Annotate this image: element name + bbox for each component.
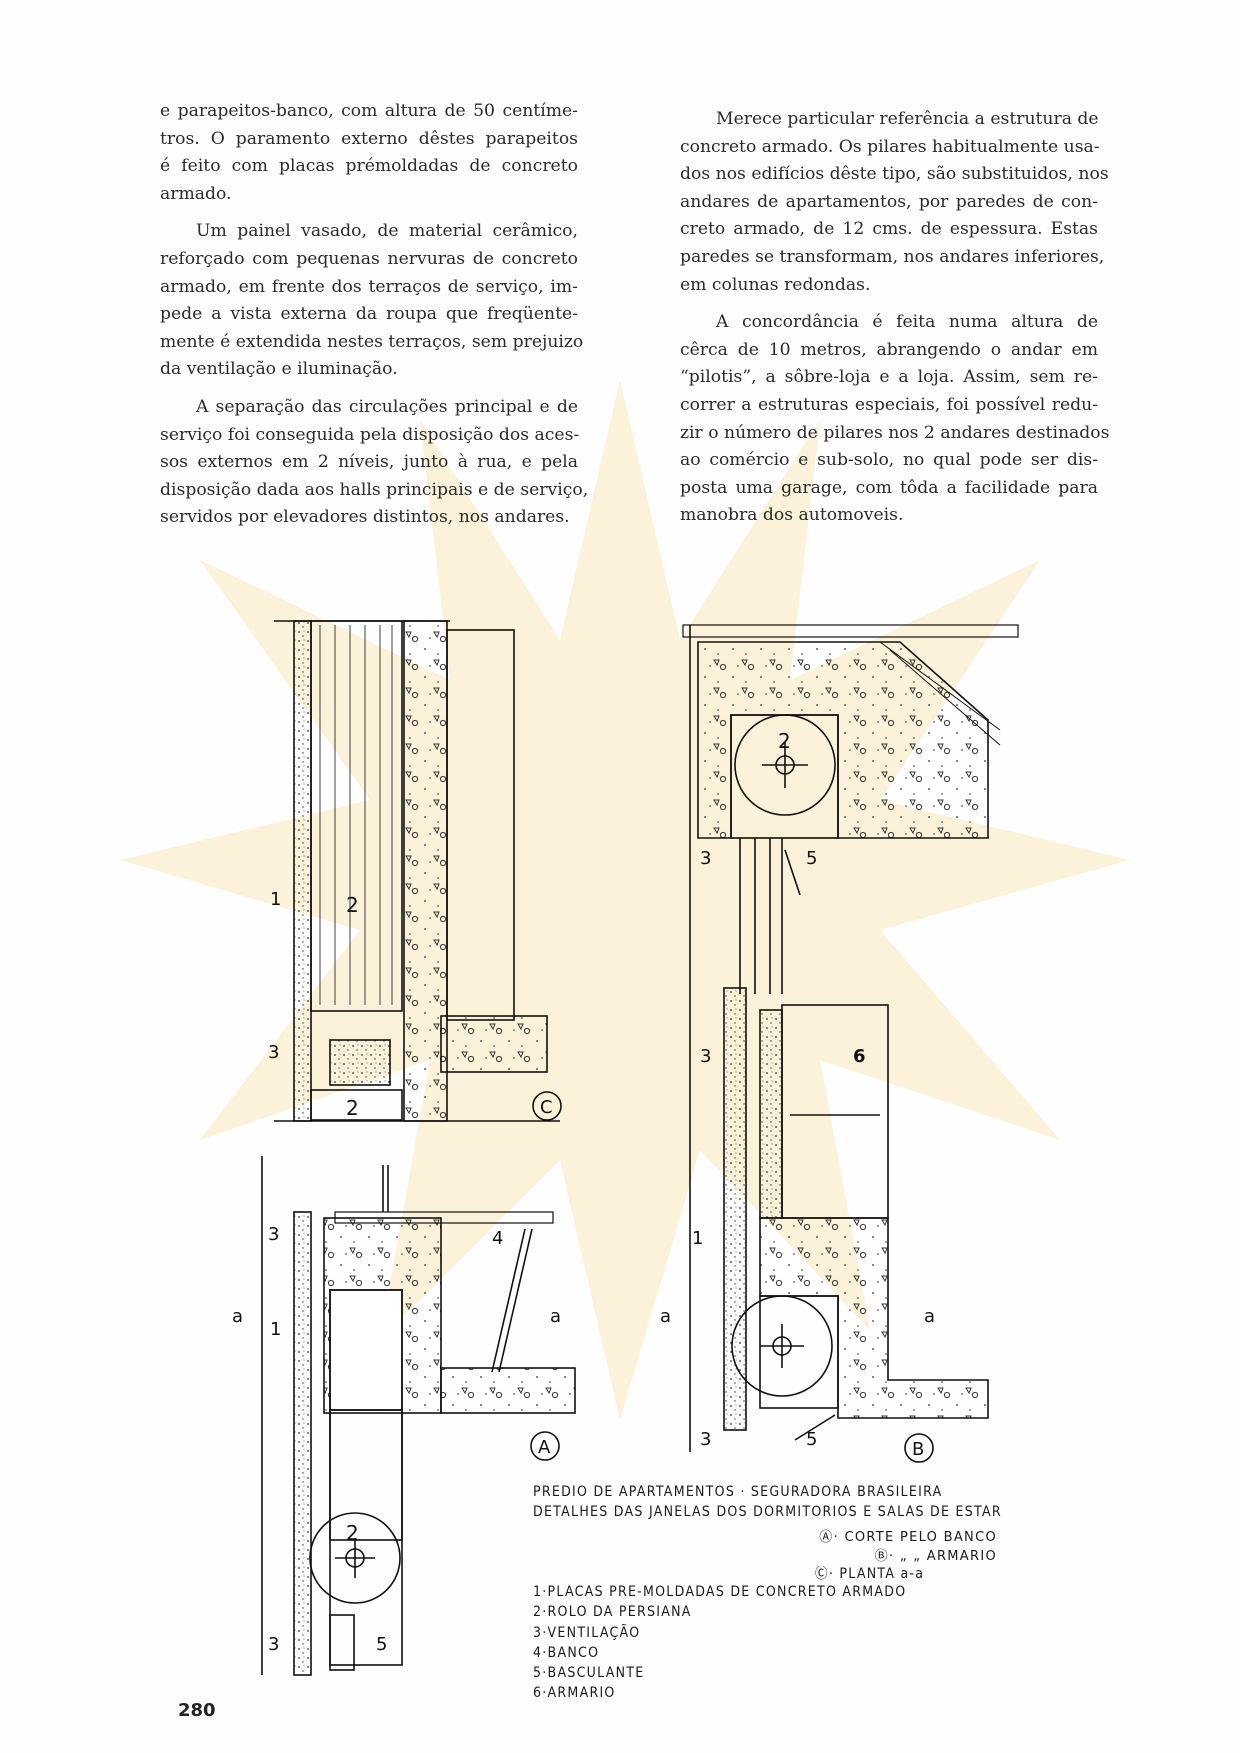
drawing-b-label: 6 xyxy=(853,1046,866,1067)
drawing-c-label: 2 xyxy=(346,1096,359,1120)
watermark-star xyxy=(120,380,1130,1420)
legend-item: 1·PLACAS PRE-MOLDADAS DE CONCRETO ARMADO xyxy=(533,1584,907,1600)
paragraph: A concordância é feita numa altura de cêr… xyxy=(680,309,1110,530)
page-number: 280 xyxy=(178,1700,216,1721)
text-line: reforçado com pequenas nervuras de concr… xyxy=(160,248,578,269)
text-line: cêrca de 10 metros, abrangendo o andar e… xyxy=(680,339,1098,360)
drawing-a-label: 4 xyxy=(492,1228,503,1249)
drawing-a-label: 1 xyxy=(270,1319,281,1340)
text-line: A separação das circulações principal e … xyxy=(196,396,578,417)
right-text-column: Merece particular referência a estrutura… xyxy=(680,106,1110,540)
text-line: A concordância é feita numa altura de xyxy=(716,312,1098,333)
text-line: creto armado, de 12 cms. de espessura. E… xyxy=(680,219,1098,240)
drawing-c-plan xyxy=(274,620,562,1122)
caption-section: Ⓒ· PLANTA a-a xyxy=(815,1566,925,1582)
drawing-c-label: 1 xyxy=(270,889,281,910)
drawing-b-label: 1 xyxy=(692,1228,703,1249)
paragraph: A separação das circulações principal e … xyxy=(160,394,589,532)
drawing-a-label: 3 xyxy=(268,1224,279,1245)
text-line: da ventilação e iluminação. xyxy=(160,359,398,380)
left-text-column: e parapeitos-banco, com altura de 50 cen… xyxy=(160,98,589,542)
legend-item: 3·VENTILAÇÃO xyxy=(533,1625,641,1641)
drawing-a-id: A xyxy=(538,1437,551,1458)
text-line: correr a estruturas especiais, foi possí… xyxy=(680,394,1098,415)
drawing-b-label: a xyxy=(660,1306,671,1327)
text-line: mente é extendida nestes terraços, sem p… xyxy=(160,331,584,352)
text-line: Merece particular referência a estrutura… xyxy=(716,109,1099,129)
text-line: armado. xyxy=(160,183,232,204)
drawing-b-label: 5 xyxy=(806,1429,817,1450)
text-line: servidos por elevadores distintos, nos a… xyxy=(160,507,570,528)
drawing-a-label: a xyxy=(550,1306,561,1327)
text-line: dos nos edifícios dêste tipo, são substi… xyxy=(680,164,1109,185)
drawing-a-label: 3 xyxy=(268,1634,279,1655)
text-line: manobra dos automoveis. xyxy=(680,505,904,526)
text-line: concreto armado. Os pilares habitualment… xyxy=(680,136,1100,157)
drawing-a-section xyxy=(261,1156,576,1676)
caption-subtitle: DETALHES DAS JANELAS DOS DORMITORIOS E S… xyxy=(533,1504,1002,1520)
paragraph: Merece particular referência a estrutura… xyxy=(680,106,1109,299)
legend-item: 6·ARMARIO xyxy=(533,1685,616,1701)
caption-section: Ⓐ· CORTE PELO BANCO xyxy=(819,1530,997,1545)
text-line: e parapeitos-banco, com altura de 50 cen… xyxy=(160,101,578,121)
drawing-c-label: 2 xyxy=(346,893,359,917)
paragraph: e parapeitos-banco, com altura de 50 cen… xyxy=(160,98,578,208)
caption-section: Ⓑ· „ „ ARMARIO xyxy=(874,1549,997,1564)
drawing-b-id: B xyxy=(912,1439,924,1460)
text-line: disposição dada aos halls principais e d… xyxy=(160,479,589,500)
caption-title: PREDIO DE APARTAMENTOS · SEGURADORA BRAS… xyxy=(533,1484,943,1500)
drawing-a-label: 2 xyxy=(346,1521,359,1545)
drawing-c-id: C xyxy=(540,1097,553,1118)
text-line: em colunas redondas. xyxy=(680,274,871,295)
drawing-b-label: 3 xyxy=(700,1429,711,1450)
text-line: pede a vista externa da roupa que freqüe… xyxy=(160,304,578,325)
text-line: andares de apartamentos, por paredes de … xyxy=(680,191,1098,212)
text-line: serviço foi conseguida pela disposição d… xyxy=(160,424,580,445)
legend-item: 5·BASCULANTE xyxy=(533,1665,645,1681)
text-line: armado, em frente dos terraços de serviç… xyxy=(160,276,578,297)
drawing-b-label: 3 xyxy=(700,1046,711,1067)
text-line: tros. O paramento externo dêstes parapei… xyxy=(160,128,578,149)
text-line: é feito com placas prémoldadas de concre… xyxy=(160,156,578,177)
drawing-b-label: 5 xyxy=(806,848,817,869)
text-line: Um painel vasado, de material cerâmico, xyxy=(196,221,578,242)
paragraph: Um painel vasado, de material cerâmico, r… xyxy=(160,218,584,384)
drawing-a-label: a xyxy=(232,1306,243,1327)
drawing-b-label: a xyxy=(924,1306,935,1327)
text-line: paredes se transformam, nos andares infe… xyxy=(680,246,1105,267)
text-line: ao comércio e sub-solo, no qual pode ser… xyxy=(680,450,1098,471)
text-line: zir o número de pilares nos 2 andares de… xyxy=(680,422,1110,443)
drawing-a-label: 5 xyxy=(376,1634,387,1655)
text-line: posta uma garage, com tôda a facilidade … xyxy=(680,477,1098,498)
legend-item: 2·ROLO DA PERSIANA xyxy=(533,1604,692,1620)
drawing-b-section xyxy=(682,624,1019,1463)
drawing-b-label: 3 xyxy=(700,848,711,869)
text-line: “pilotis”, a sôbre-loja e a loja. Assim,… xyxy=(680,367,1098,388)
text-line: sos externos em 2 níveis, junto à rua, e… xyxy=(160,452,578,473)
drawing-b-label: 2 xyxy=(778,729,791,753)
legend-item: 4·BANCO xyxy=(533,1645,600,1661)
drawing-c-label: 3 xyxy=(268,1042,279,1063)
